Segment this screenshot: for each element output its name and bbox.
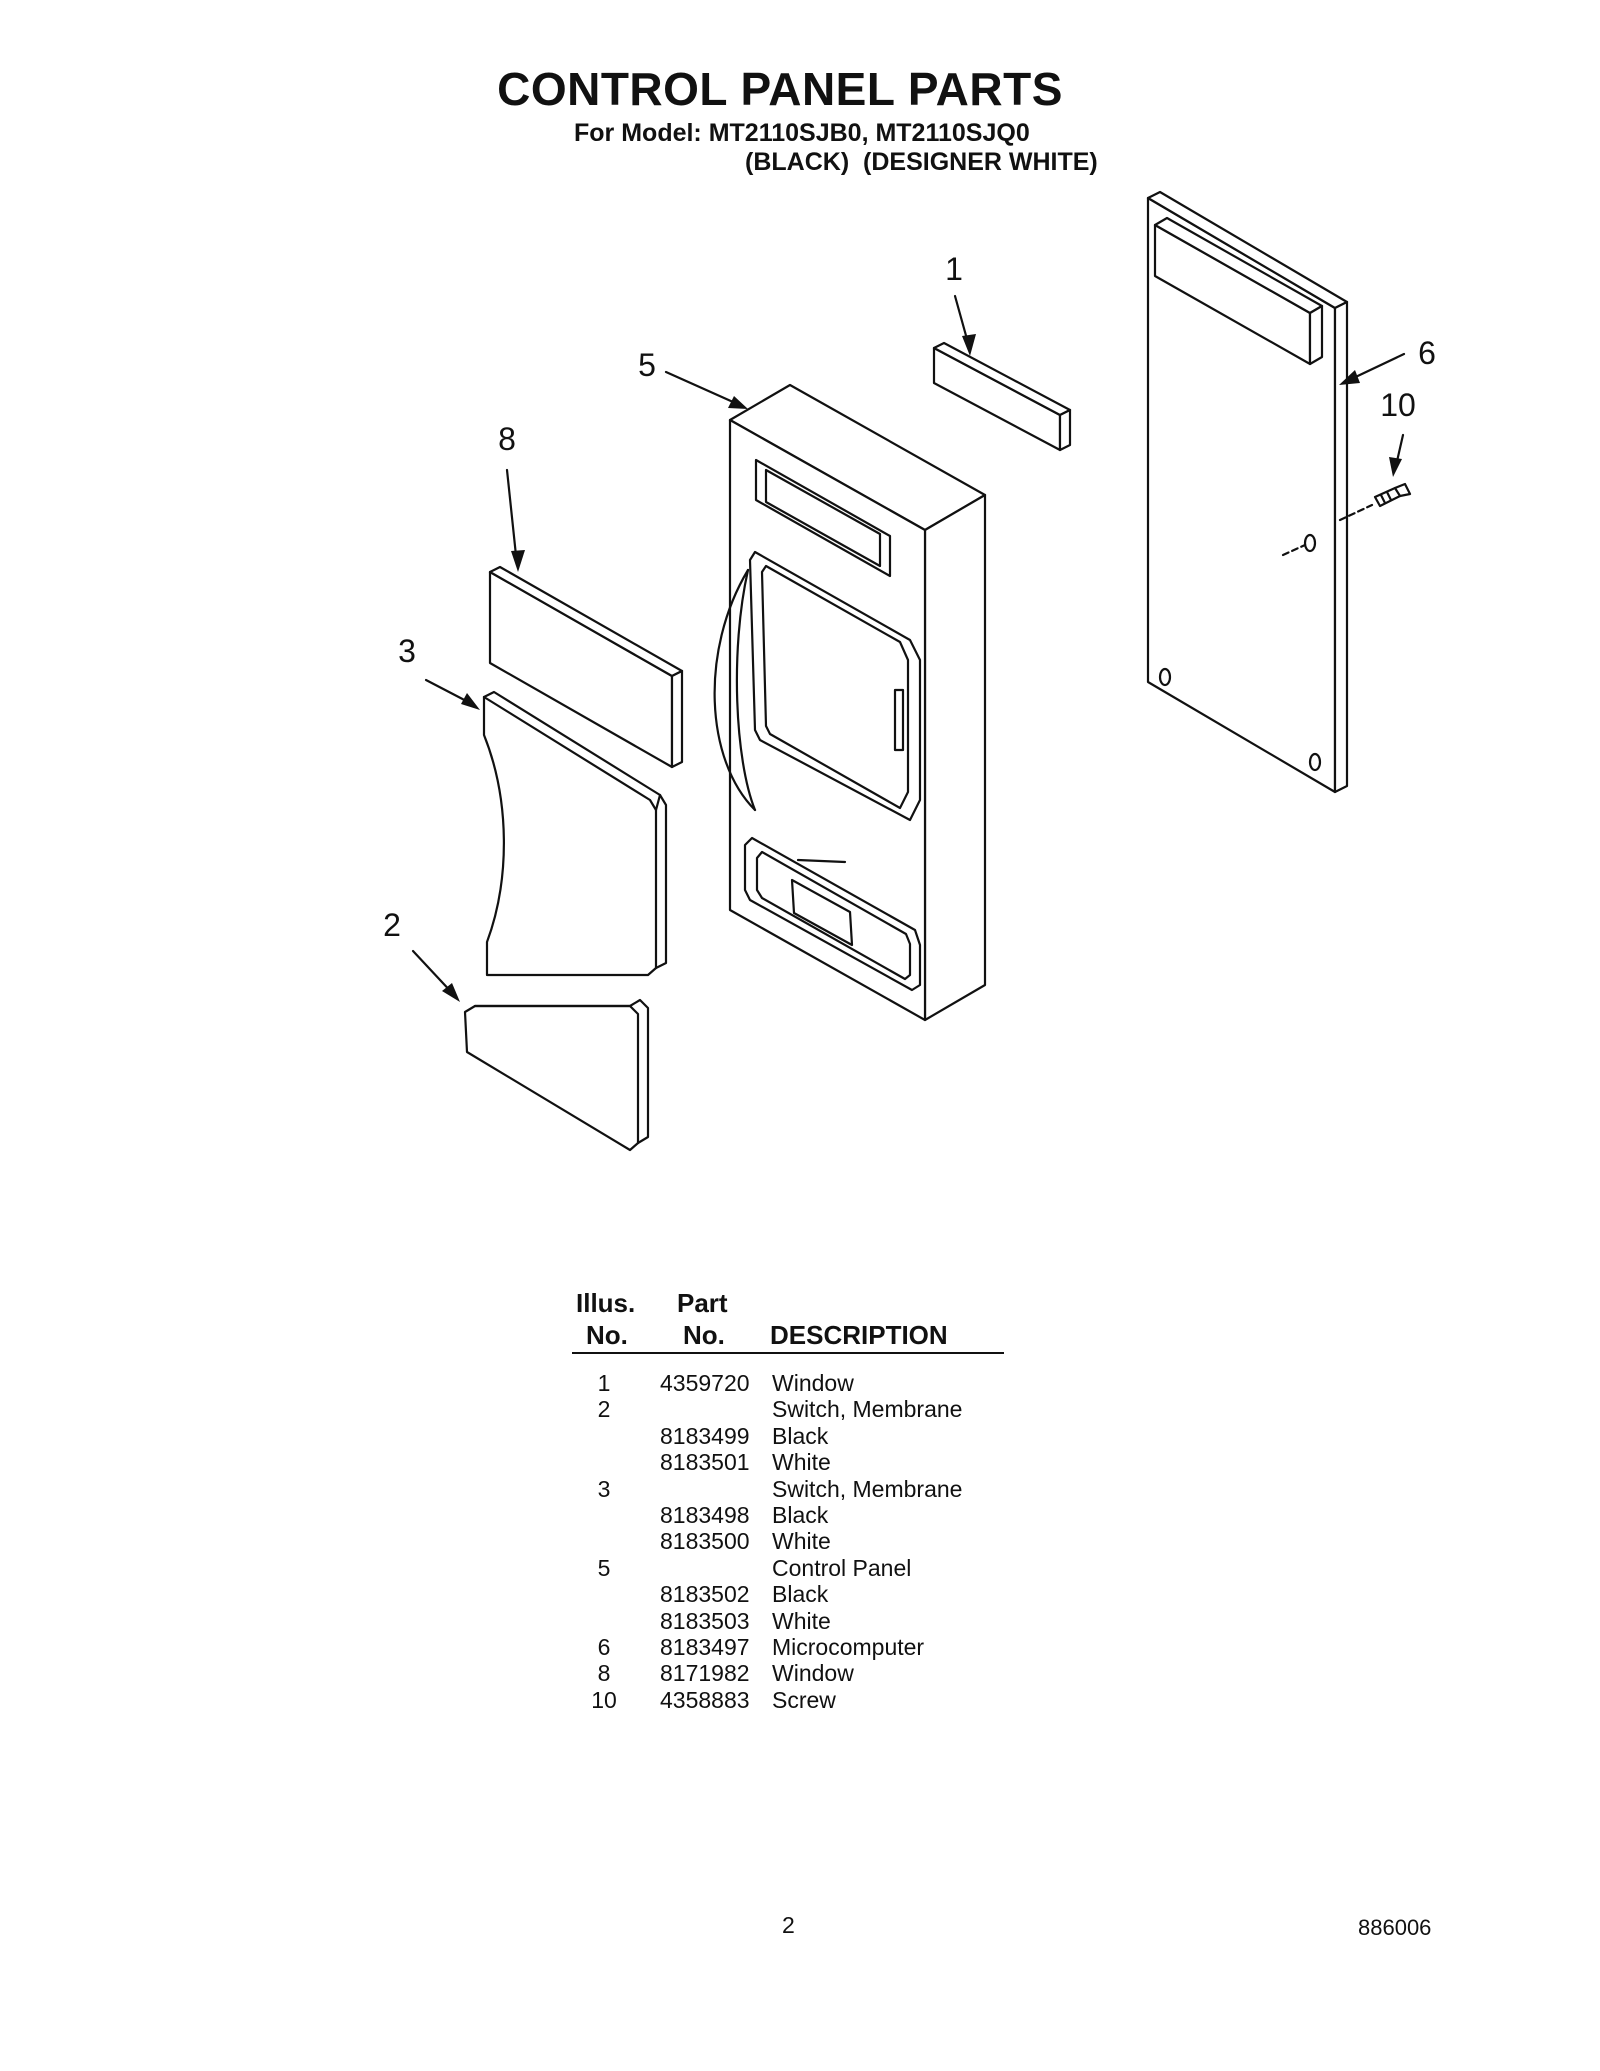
part-no: 8183497 bbox=[660, 1633, 750, 1660]
callout-5: 5 bbox=[638, 347, 656, 383]
document-number: 886006 bbox=[1358, 1915, 1432, 1940]
part-no: 8183502 bbox=[660, 1581, 750, 1608]
callout-10: 10 bbox=[1380, 387, 1416, 423]
callout-6: 6 bbox=[1418, 335, 1436, 371]
part-no: 8171982 bbox=[660, 1660, 750, 1687]
part-10-screw-shape bbox=[1338, 482, 1412, 522]
part-no: 8183501 bbox=[660, 1449, 750, 1476]
part-no: 4358883 bbox=[660, 1686, 750, 1713]
header-illus-top: Illus. bbox=[576, 1288, 636, 1318]
description: White bbox=[772, 1607, 831, 1634]
description: Switch, Membrane bbox=[772, 1475, 963, 1502]
description: Screw bbox=[772, 1686, 836, 1713]
part-1-window-shape bbox=[932, 341, 1072, 452]
part-5-control-panel-shape bbox=[713, 383, 987, 1022]
part-8-window-shape bbox=[488, 565, 684, 769]
description: Switch, Membrane bbox=[772, 1396, 963, 1423]
description: Window bbox=[772, 1660, 854, 1687]
description: Black bbox=[772, 1422, 829, 1449]
exploded-parts-diagram: 1 5 8 3 2 6 10 bbox=[383, 190, 1436, 1152]
model-line: For Model: MT2110SJB0, MT2110SJQ0 bbox=[574, 119, 1030, 147]
illus-no: 8 bbox=[597, 1660, 611, 1687]
part-no: 8183498 bbox=[660, 1501, 750, 1528]
page-title: CONTROL PANEL PARTS bbox=[497, 63, 1063, 115]
illus-no: 10 bbox=[591, 1686, 617, 1713]
header-rule bbox=[572, 1352, 1004, 1354]
description: Black bbox=[772, 1501, 829, 1528]
callout-2: 2 bbox=[383, 907, 401, 943]
illus-no: 1 bbox=[597, 1370, 611, 1396]
part-3-membrane-switch-shape bbox=[482, 690, 668, 977]
part-no: 8183500 bbox=[660, 1528, 750, 1555]
header-part-top: Part bbox=[677, 1288, 728, 1318]
part-no: 4359720 bbox=[660, 1370, 750, 1396]
description: White bbox=[772, 1528, 831, 1555]
description: Window bbox=[772, 1370, 854, 1396]
page-number: 2 bbox=[782, 1912, 795, 1938]
header-part-bottom: No. bbox=[683, 1320, 725, 1350]
part-no: 8183503 bbox=[660, 1607, 750, 1634]
part-2-membrane-switch-shape bbox=[463, 998, 650, 1152]
color-line: (BLACK) (DESIGNER WHITE) bbox=[745, 148, 1098, 176]
illus-no: 5 bbox=[597, 1554, 611, 1581]
callout-1: 1 bbox=[945, 251, 963, 287]
part-6-microcomputer-shape bbox=[1146, 190, 1349, 794]
description: Black bbox=[772, 1581, 829, 1608]
callout-8: 8 bbox=[498, 421, 516, 457]
callout-3: 3 bbox=[398, 633, 416, 669]
illus-no: 2 bbox=[597, 1396, 611, 1423]
arrowheads bbox=[442, 334, 1402, 1002]
header-illus-bottom: No. bbox=[586, 1320, 628, 1350]
description: Control Panel bbox=[772, 1554, 912, 1581]
description: White bbox=[772, 1449, 831, 1476]
illus-no: 6 bbox=[597, 1633, 611, 1660]
header-description: DESCRIPTION bbox=[770, 1320, 948, 1350]
illus-no: 3 bbox=[597, 1475, 611, 1502]
description: Microcomputer bbox=[772, 1633, 925, 1660]
part-no: 8183499 bbox=[660, 1422, 750, 1449]
